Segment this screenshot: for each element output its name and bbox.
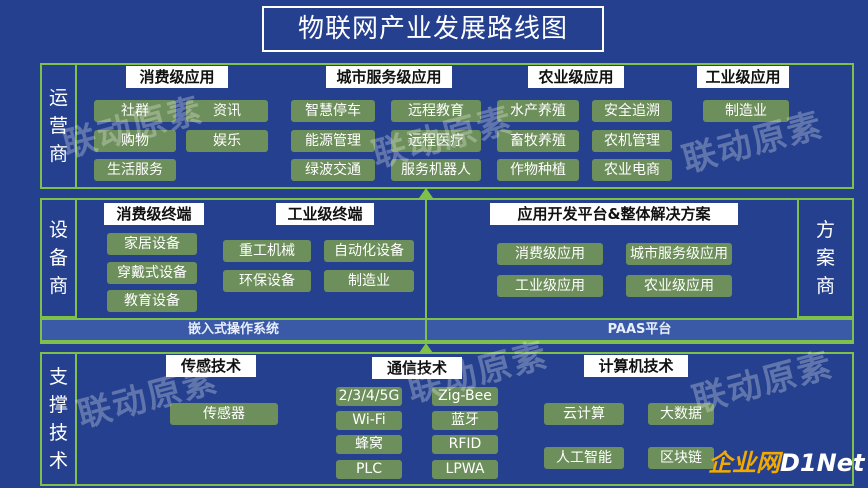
app-item: 娱乐 — [186, 130, 268, 152]
tech-item: 云计算 — [544, 403, 624, 425]
tech-item: 蜂窝 — [336, 435, 402, 454]
sensing-heading: 传感技术 — [166, 355, 256, 377]
device-item: 重工机械 — [223, 240, 311, 262]
solution-item: 农业级应用 — [626, 275, 732, 297]
brand-logo: 企业网D1Net — [708, 446, 866, 480]
consumer-app-heading: 消费级应用 — [126, 66, 228, 88]
device-item: 穿戴式设备 — [107, 262, 197, 284]
tech-item: 传感器 — [170, 403, 278, 425]
up-arrow-icon — [419, 188, 433, 198]
brand-text-secondary: D1Net — [780, 449, 865, 477]
app-item: 购物 — [94, 130, 176, 152]
industrial-terminal-heading: 工业级终端 — [276, 203, 374, 225]
tech-item: Wi-Fi — [336, 411, 402, 430]
solution-heading: 应用开发平台&整体解决方案 — [490, 203, 738, 225]
comm-heading: 通信技术 — [372, 357, 462, 379]
app-item: 农机管理 — [592, 130, 672, 152]
app-item: 能源管理 — [291, 130, 375, 152]
solution-side-label: 方案商 — [797, 198, 854, 318]
support-side-label: 支撑技术 — [40, 352, 77, 486]
paas-bar: PAAS平台 — [425, 318, 854, 342]
app-item: 制造业 — [703, 100, 789, 122]
app-item: 绿波交通 — [291, 159, 375, 181]
computing-heading: 计算机技术 — [584, 355, 688, 377]
app-item: 生活服务 — [94, 159, 176, 181]
app-item: 水产养殖 — [497, 100, 579, 122]
tech-item: 人工智能 — [544, 447, 624, 469]
tech-item: 蓝牙 — [432, 411, 498, 430]
brand-text-primary: 企业网 — [708, 449, 780, 477]
solution-item: 城市服务级应用 — [626, 243, 732, 265]
app-item: 远程教育 — [391, 100, 481, 122]
tech-item: LPWA — [432, 460, 498, 479]
tech-item: 大数据 — [648, 403, 714, 425]
layer-divider — [425, 198, 427, 344]
device-item: 制造业 — [324, 270, 414, 292]
app-item: 安全追溯 — [592, 100, 672, 122]
device-item: 教育设备 — [107, 290, 197, 312]
solution-item: 工业级应用 — [497, 275, 603, 297]
industrial-app-heading: 工业级应用 — [697, 66, 789, 88]
tech-item: 2/3/4/5G — [336, 387, 402, 406]
embedded-os-bar: 嵌入式操作系统 — [40, 318, 427, 342]
consumer-terminal-heading: 消费级终端 — [104, 203, 204, 225]
device-item: 环保设备 — [223, 270, 311, 292]
page-title: 物联网产业发展路线图 — [262, 6, 604, 52]
up-arrow-icon — [419, 343, 433, 353]
tech-item: PLC — [336, 460, 402, 479]
tech-item: Zig-Bee — [432, 387, 498, 406]
operator-side-label: 运营商 — [40, 63, 77, 189]
city-app-heading: 城市服务级应用 — [326, 66, 452, 88]
app-item: 服务机器人 — [391, 159, 481, 181]
app-item: 远程医疗 — [391, 130, 481, 152]
app-item: 作物种植 — [497, 159, 579, 181]
app-item: 资讯 — [186, 100, 268, 122]
solution-item: 消费级应用 — [497, 243, 603, 265]
device-item: 家居设备 — [107, 233, 197, 255]
app-item: 农业电商 — [592, 159, 672, 181]
agri-app-heading: 农业级应用 — [528, 66, 624, 88]
app-item: 智慧停车 — [291, 100, 375, 122]
app-item: 畜牧养殖 — [497, 130, 579, 152]
tech-item: 区块链 — [648, 447, 714, 469]
app-item: 社群 — [94, 100, 176, 122]
device-item: 自动化设备 — [324, 240, 414, 262]
device-side-label: 设备商 — [40, 198, 77, 318]
tech-item: RFID — [432, 435, 498, 454]
